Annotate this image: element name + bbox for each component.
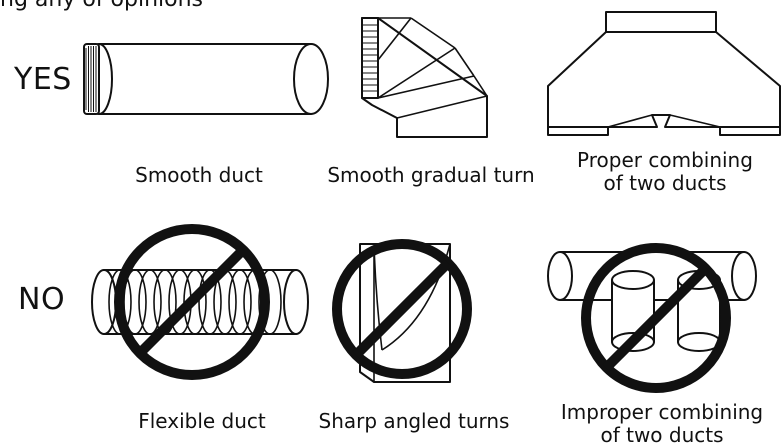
no-row-label: NO bbox=[18, 282, 66, 317]
smooth-duct-illustration bbox=[83, 43, 329, 115]
smooth-duct-caption: Smooth duct bbox=[135, 163, 263, 187]
cut-off-header-text: ng any of opinions bbox=[0, 0, 203, 12]
prohibition-circle-icon bbox=[581, 243, 731, 393]
prohibition-circle-icon bbox=[114, 224, 270, 380]
flexible-duct-caption: Flexible duct bbox=[138, 409, 266, 433]
proper-combining-caption: Proper combining of two ducts bbox=[560, 149, 770, 195]
proper-combining-caption-line1: Proper combining bbox=[577, 148, 753, 172]
proper-combining-illustration bbox=[547, 11, 781, 136]
sharp-turns-illustration bbox=[332, 239, 472, 383]
elbow-gores bbox=[377, 17, 488, 119]
flexible-duct-illustration bbox=[91, 224, 309, 380]
improper-combining-caption: Improper combining of two ducts bbox=[544, 401, 780, 447]
smooth-turn-caption: Smooth gradual turn bbox=[327, 163, 535, 187]
proper-combining-caption-line2: of two ducts bbox=[603, 171, 727, 195]
improper-combining-caption-line2: of two ducts bbox=[600, 423, 724, 447]
collar-ribs bbox=[362, 24, 378, 92]
improper-combining-illustration bbox=[547, 243, 757, 393]
prohibition-circle-icon bbox=[332, 239, 472, 379]
duct-ribbing bbox=[85, 46, 97, 112]
sharp-turns-caption: Sharp angled turns bbox=[318, 409, 510, 433]
improper-combining-caption-line1: Improper combining bbox=[560, 400, 764, 424]
yes-row-label: YES bbox=[14, 62, 72, 97]
smooth-turn-illustration bbox=[361, 17, 488, 138]
